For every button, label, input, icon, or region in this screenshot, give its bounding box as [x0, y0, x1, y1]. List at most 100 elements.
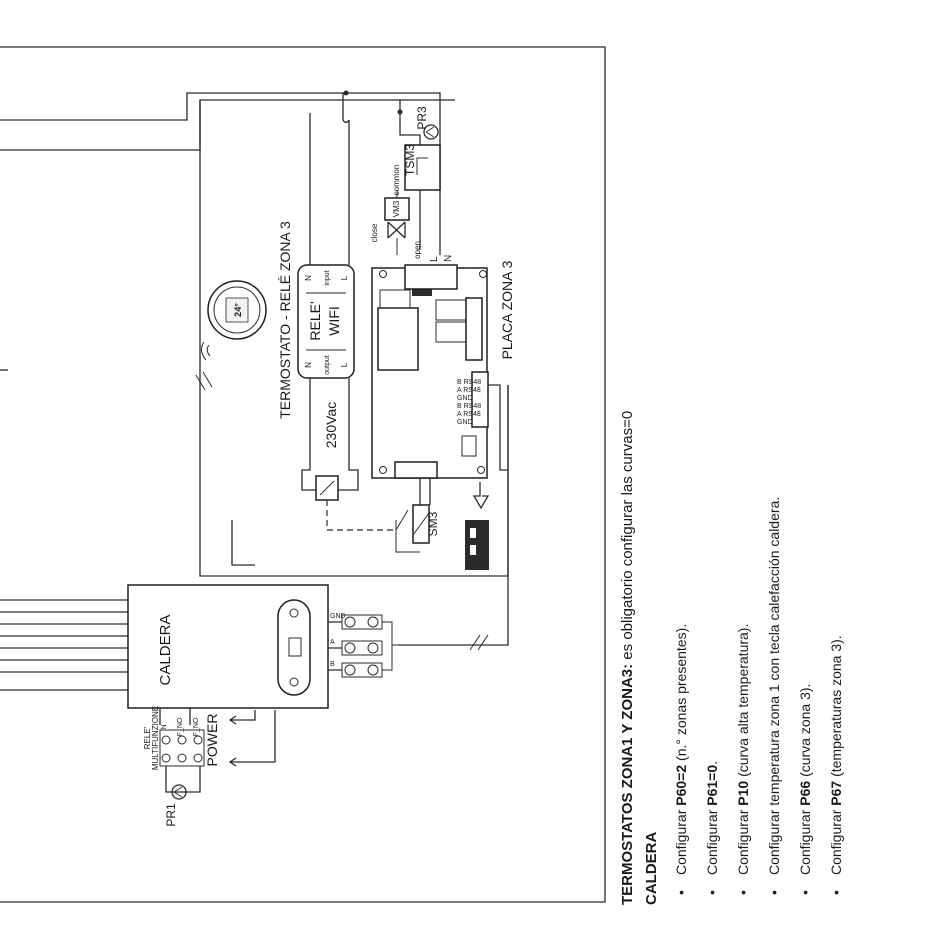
- thermostat-inner: [213, 286, 261, 334]
- wifi-signal-icon: [200, 341, 211, 361]
- power-l-label: L: [429, 256, 440, 262]
- tsm3-contact: [416, 157, 428, 175]
- board-relay-terminal: [465, 297, 483, 361]
- screw-hole: [379, 270, 387, 278]
- relay-switch: [395, 509, 420, 553]
- sm3-label: SM3: [426, 511, 440, 536]
- bus-a-label: A: [330, 639, 335, 646]
- rs-label: A RS48: [457, 387, 481, 394]
- rs485-terminal: [471, 371, 489, 428]
- relay-term-label: F_NO: [193, 717, 200, 736]
- notes-bullet: •: [735, 890, 751, 895]
- relay-control-dashed: [326, 500, 396, 531]
- notes-bullet: •: [766, 890, 782, 895]
- notes-header: TERMOSTATOS ZONA1 Y ZONA3: es obligatori…: [619, 411, 636, 905]
- screw-hole: [479, 270, 487, 278]
- thermostat-display: [225, 297, 249, 323]
- rs-label: B RS48: [457, 403, 481, 410]
- junction-dot: [343, 90, 349, 96]
- board-chip: [377, 307, 419, 371]
- bus-gnd-label: GND: [330, 613, 346, 620]
- bus-terminal-wires: [328, 621, 342, 671]
- rs-label: B RS48: [457, 379, 481, 386]
- dip-switch: [461, 435, 477, 457]
- power-n-label: N: [443, 255, 454, 262]
- relay-multi-label: MULTIFUNZIONE: [151, 706, 160, 770]
- corner-mark: [231, 520, 255, 566]
- notes-item-5: Configurar P66 (curva zona 3).: [797, 684, 813, 875]
- boiler-display: [277, 599, 311, 696]
- pump-pr1-icon: [171, 784, 187, 800]
- pump-pr1-arrow: [173, 786, 183, 798]
- wifi-n-label: N: [304, 275, 313, 281]
- boiler-input-wires: [0, 599, 128, 691]
- wifi-input-label: input: [324, 270, 331, 285]
- notes-bullet: •: [673, 890, 689, 895]
- notes-header-bold: TERMOSTATOS ZONA1 Y ZONA3:: [619, 664, 636, 905]
- notes-item-4: Configurar temperatura zona 1 con tecla …: [766, 497, 782, 875]
- diagram-frame: [0, 46, 606, 903]
- board-fuse: [379, 289, 411, 309]
- relay-multi-label: RELE': [143, 726, 152, 749]
- bus-wire-to-boiler: [398, 385, 509, 646]
- sensor-terminal: [394, 461, 438, 479]
- valve-common-label: common: [392, 165, 401, 196]
- dip-detail-slot: [470, 528, 476, 538]
- wifi-n-label: N: [304, 362, 313, 368]
- notes-block: TERMOSTATOS ZONA1 Y ZONA3: es obligatori…: [619, 411, 844, 905]
- wire-break-mark: [195, 371, 213, 391]
- boiler-knob: [289, 677, 299, 687]
- wifi-relay-line2: WIFI: [326, 306, 342, 336]
- notes-subheader: CALDERA: [643, 832, 660, 905]
- wifi-l-label: L: [340, 362, 349, 367]
- voltage-label: 230Vac: [323, 402, 339, 448]
- rs-label: GND: [457, 395, 473, 402]
- screw-hole: [379, 466, 387, 474]
- notes-bullet: •: [828, 890, 844, 895]
- relay-term-label: N: [161, 724, 168, 729]
- power-label: POWER: [204, 714, 220, 767]
- valve-open-label: open: [413, 241, 422, 259]
- screw-hole: [477, 466, 485, 474]
- pump-pr1-label: PR1: [164, 803, 178, 827]
- wire-crossover: [342, 119, 350, 124]
- relay-multi-wires: [159, 708, 191, 725]
- valve-symbol-icon: [387, 221, 406, 239]
- notes-item-1: Configurar P60=2 (n.° zonas presentes).: [673, 624, 689, 875]
- notes-item-3: Configurar P10 (curva alta temperatura).: [735, 624, 751, 875]
- board-power-terminal: [404, 264, 458, 290]
- wire-pr3: [399, 100, 421, 250]
- bus-bracket: [382, 621, 398, 671]
- thermostat-relay-label: TERMOSTATO - RELÉ ZONA 3: [277, 221, 293, 419]
- notes-bullet: •: [797, 890, 813, 895]
- notes-item-6: Configurar P67 (temperaturas zona 3).: [828, 635, 844, 875]
- relay-coil-diag: [319, 480, 335, 496]
- sm3-wires: [419, 478, 431, 505]
- boiler-knob: [289, 608, 299, 618]
- wire-break-mark: [469, 634, 489, 651]
- wifi-l-label: L: [340, 275, 349, 280]
- arrow-down-icon: [472, 482, 490, 510]
- notes-bullet: •: [704, 890, 720, 895]
- tsm3-label: TSM3: [403, 144, 417, 176]
- notes-item-2: Configurar P61=0.: [704, 761, 720, 875]
- wire-upper-2: [0, 99, 455, 151]
- bus-wire: [488, 384, 508, 471]
- wifi-relay-line1: RELE': [307, 301, 323, 340]
- power-arrow-icon: [228, 715, 237, 767]
- notes-header-rest: es obligatorio configurar las curvas=0: [619, 411, 636, 664]
- boiler-display-window: [288, 637, 302, 657]
- pump-pr3-label: PR3: [415, 106, 429, 130]
- sm3-sensor-diag: [412, 512, 430, 536]
- wire-drop-2: [342, 93, 350, 265]
- dip-detail-slot: [470, 545, 476, 555]
- junction-dot: [397, 109, 403, 115]
- power-wires: [230, 710, 276, 763]
- pump-pr1-wires: [165, 766, 201, 793]
- thermostat-temp: 24°: [233, 303, 243, 317]
- relay-multi-terminal: [159, 729, 205, 767]
- valve-vm3-label: VM3: [392, 200, 401, 217]
- tsm3-box: [404, 144, 441, 191]
- rs-label: A RS48: [457, 411, 481, 418]
- valve-close-label: close: [370, 223, 379, 242]
